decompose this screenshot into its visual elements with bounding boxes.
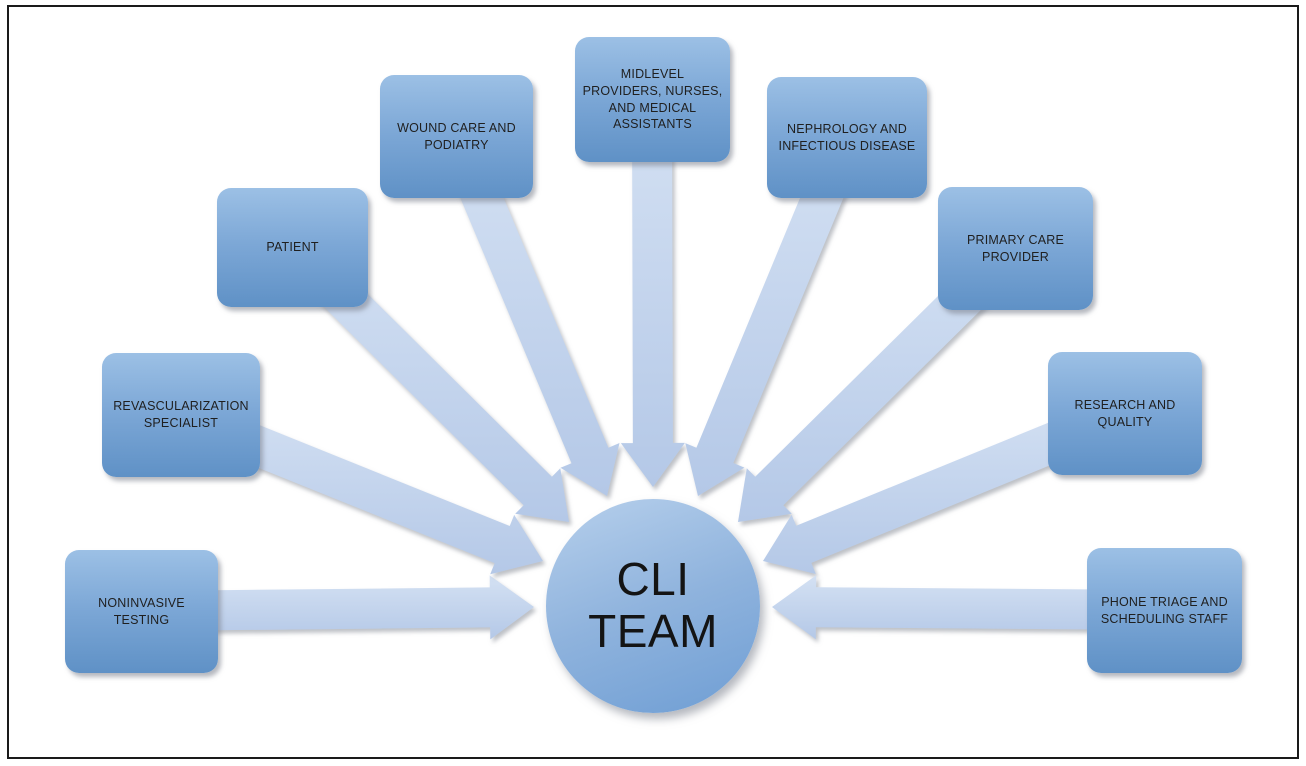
arrow-nephrology-and-infectious-disease-to-center xyxy=(685,129,866,497)
node-revascularization-specialist: REVASCULARIZATION SPECIALIST xyxy=(102,353,260,477)
node-primary-care-provider: PRIMARY CARE PROVIDER xyxy=(938,187,1093,310)
node-label-research-and-quality: RESEARCH AND QUALITY xyxy=(1074,397,1176,429)
node-label-revascularization-specialist: REVASCULARIZATION SPECIALIST xyxy=(113,399,249,430)
node-label-primary-care-provider: PRIMARY CARE PROVIDER xyxy=(966,232,1065,264)
node-label-wound-care-and-podiatry: WOUND CARE AND PODIATRY xyxy=(397,120,516,152)
node-label-patient: PATIENT xyxy=(266,240,319,255)
node-label-midlevel-providers: MIDLEVEL PROVIDERS, NURSES, AND MEDICAL … xyxy=(582,66,723,132)
cli-team-hub-circle: CLI TEAM xyxy=(546,499,760,713)
node-midlevel-providers: MIDLEVEL PROVIDERS, NURSES, AND MEDICAL … xyxy=(575,37,730,162)
node-phone-triage-and-scheduling-staff: PHONE TRIAGE AND SCHEDULING STAFF xyxy=(1087,548,1242,673)
node-research-and-quality: RESEARCH AND QUALITY xyxy=(1048,352,1202,475)
node-patient: PATIENT xyxy=(217,188,368,307)
arrow-wound-care-and-podiatry-to-center xyxy=(437,128,620,497)
node-noninvasive-testing: NONINVASIVE TESTING xyxy=(65,550,218,673)
node-wound-care-and-podiatry: WOUND CARE AND PODIATRY xyxy=(380,75,533,198)
arrow-phone-triage-and-scheduling-staff-to-center xyxy=(772,575,1165,640)
arrow-research-and-quality-to-center xyxy=(763,394,1133,574)
node-nephrology-and-infectious-disease: NEPHROLOGY AND INFECTIOUS DISEASE xyxy=(767,77,927,198)
arrow-noninvasive-testing-to-center xyxy=(140,575,535,640)
arrow-revascularization-specialist-to-center xyxy=(173,396,543,575)
node-label-nephrology-and-infectious-disease: NEPHROLOGY AND INFECTIOUS DISEASE xyxy=(778,121,916,153)
arrow-midlevel-providers-nurses-medical-assistants-to-center xyxy=(620,98,685,488)
node-label-phone-triage-and-scheduling-staff: PHONE TRIAGE AND SCHEDULING STAFF xyxy=(1100,594,1229,626)
hub-label: CLI TEAM xyxy=(588,553,718,657)
node-label-noninvasive-testing: NONINVASIVE TESTING xyxy=(98,595,185,627)
